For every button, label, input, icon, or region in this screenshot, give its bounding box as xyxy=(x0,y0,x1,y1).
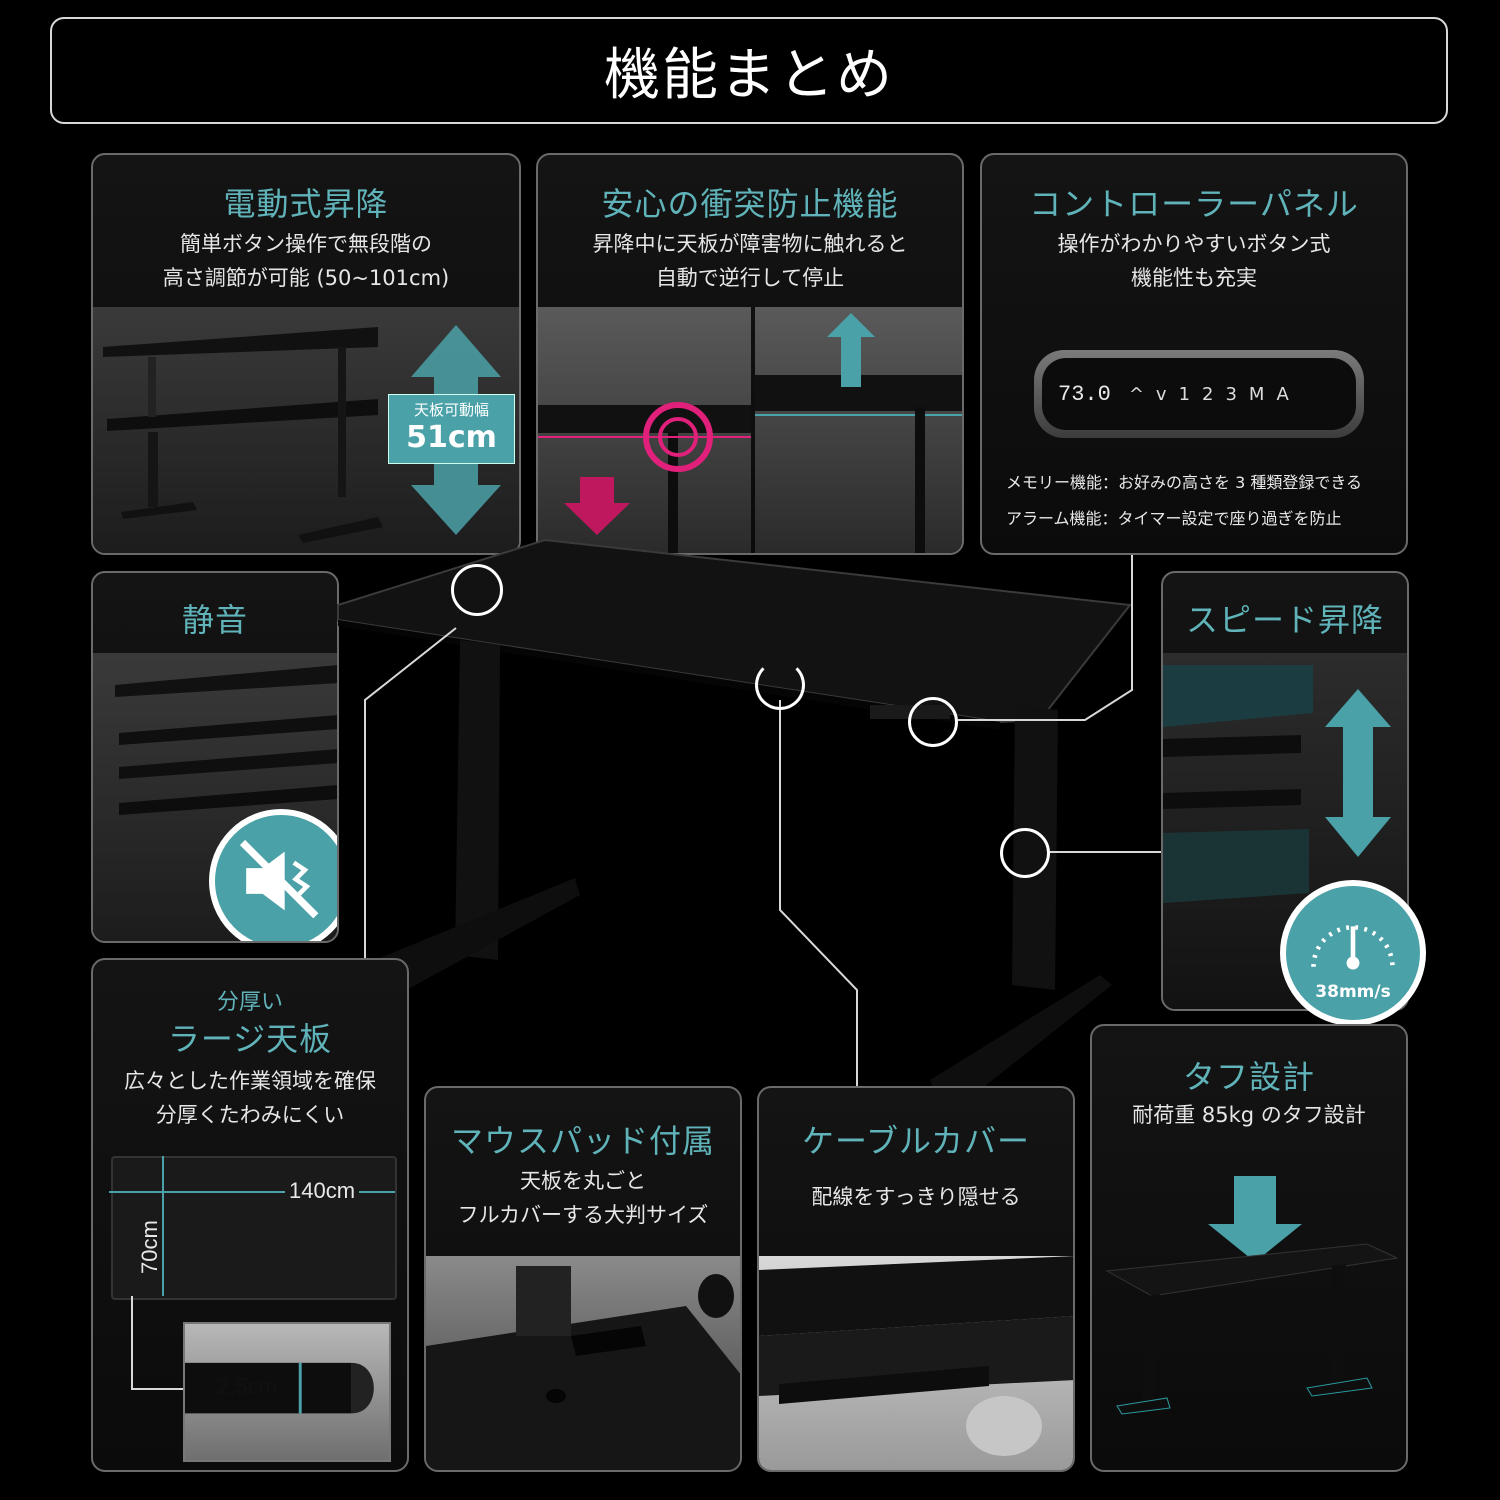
feature-electric-card: 電動式昇降 簡単ボタン操作で無段階の 高さ調節が可能 (50~101cm) 天板… xyxy=(91,153,521,555)
controller-note-memory: メモリー機能：お好みの高さを 3 種類登録できる xyxy=(1006,473,1363,492)
leg-highlight-ring xyxy=(1000,828,1050,878)
depth-dimension-label: 70cm xyxy=(137,1220,162,1274)
feature-large-top-title-small: 分厚い xyxy=(216,990,283,1015)
width-dimension-line xyxy=(109,1191,395,1193)
feature-electric-photo: 天板可動幅 51cm xyxy=(93,307,519,553)
thickness-dimension-label: 2.5cm xyxy=(217,1374,277,1399)
movable-range-value: 51cm xyxy=(406,420,497,455)
page-title: 機能まとめ xyxy=(604,43,894,108)
controller-button-up: ^ xyxy=(1128,383,1144,405)
feature-safety-photo-right xyxy=(755,307,962,553)
controller-button-memory: M xyxy=(1248,383,1265,405)
controller-button-alarm: A xyxy=(1276,383,1289,405)
feature-large-top-card: 分厚い ラージ天板 広々とした作業領域を確保 分厚くたわみにくい 140cm 7… xyxy=(91,958,409,1472)
mousepad-highlight-ring xyxy=(451,564,503,616)
feature-tough-card: タフ設計 耐荷重 85kg のタフ設計 xyxy=(1090,1024,1408,1472)
feature-controller-desc2: 機能性も充実 xyxy=(1131,266,1257,290)
movable-range-badge: 天板可動幅 51cm xyxy=(388,394,515,464)
feature-electric-desc1: 簡単ボタン操作で無段階の xyxy=(180,232,432,256)
feature-safety-title: 安心の衝突防止機能 xyxy=(601,185,899,223)
controller-button-3: 3 xyxy=(1225,383,1237,405)
cable-cover-highlight-ring xyxy=(755,660,805,710)
feature-mousepad-desc1: 天板を丸ごと xyxy=(520,1169,646,1193)
controller-button-1: 1 xyxy=(1178,383,1191,405)
feature-safety-desc2: 自動で逆行して停止 xyxy=(655,266,845,290)
feature-speed-title: スピード昇降 xyxy=(1185,601,1384,639)
thickness-leader-horizontal xyxy=(131,1388,183,1390)
speedometer-icon: 38mm/s xyxy=(1280,880,1426,1026)
controller-button-2: 2 xyxy=(1202,383,1214,405)
feature-safety-card: 安心の衝突防止機能 昇降中に天板が障害物に触れると 自動で逆行して停止 xyxy=(536,153,964,555)
feature-mousepad-desc2: フルカバーする大判サイズ xyxy=(457,1203,709,1227)
thickness-closeup-photo xyxy=(183,1322,391,1462)
controller-display: 73.0 xyxy=(1058,381,1111,407)
thickness-leader-line xyxy=(131,1296,133,1388)
feature-silent-title: 静音 xyxy=(181,601,248,639)
feature-cable-photo xyxy=(759,1256,1073,1470)
depth-dimension-line xyxy=(162,1156,164,1296)
feature-controller-desc1: 操作がわかりやすいボタン式 xyxy=(1057,232,1331,256)
feature-mousepad-photo xyxy=(426,1256,740,1470)
feature-tough-desc1: 耐荷重 85kg のタフ設計 xyxy=(1132,1103,1366,1127)
controller-button-down: v xyxy=(1155,383,1167,405)
feature-safety-photo-left xyxy=(538,307,751,553)
feature-electric-title: 電動式昇降 xyxy=(223,185,389,223)
feature-mousepad-title: マウスパッド付属 xyxy=(450,1122,715,1160)
feature-large-top-desc2: 分厚くたわみにくい xyxy=(155,1103,345,1127)
feature-silent-card: 静音 xyxy=(91,571,339,943)
feature-safety-desc1: 昇降中に天板が障害物に触れると xyxy=(592,232,908,256)
muted-speaker-icon xyxy=(209,809,337,941)
page-title-box: 機能まとめ xyxy=(50,17,1448,124)
feature-cable-card: ケーブルカバー 配線をすっきり隠せる xyxy=(757,1086,1075,1472)
down-arrow-icon xyxy=(1105,1176,1399,1415)
feature-large-top-title: ラージ天板 xyxy=(167,1020,333,1058)
feature-cable-title: ケーブルカバー xyxy=(801,1122,1031,1160)
controller-note-alarm: アラーム機能：タイマー設定で座り過ぎを防止 xyxy=(1006,509,1342,528)
controller-panel: 73.0 ^ v 1 2 3 M A xyxy=(1034,350,1364,438)
feature-tough-title: タフ設計 xyxy=(1182,1058,1315,1096)
feature-cable-desc1: 配線をすっきり隠せる xyxy=(811,1185,1021,1209)
feature-electric-desc2: 高さ調節が可能 (50~101cm) xyxy=(162,266,450,290)
movable-range-label: 天板可動幅 xyxy=(413,401,489,419)
feature-large-top-desc1: 広々とした作業領域を確保 xyxy=(124,1069,376,1093)
feature-controller-title: コントローラーパネル xyxy=(1029,185,1359,223)
width-dimension-label: 140cm xyxy=(285,1178,360,1204)
feature-mousepad-card: マウスパッド付属 天板を丸ごと フルカバーする大判サイズ xyxy=(424,1086,742,1472)
feature-controller-card: コントローラーパネル 操作がわかりやすいボタン式 機能性も充実 73.0 ^ v… xyxy=(980,153,1408,555)
controller-highlight-ring xyxy=(908,697,958,747)
speed-value: 38mm/s xyxy=(1315,982,1391,1002)
